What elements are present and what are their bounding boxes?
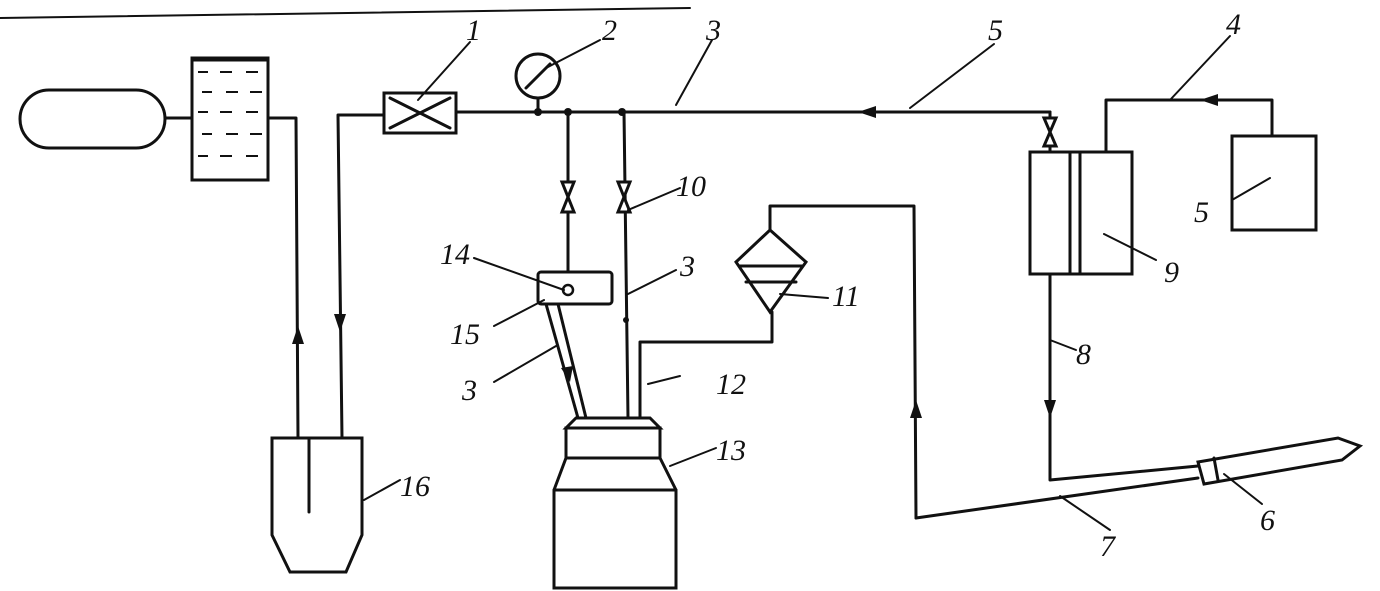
label-13: 13 <box>716 434 746 467</box>
valve-10 <box>615 180 633 214</box>
pressure-gauge-2 <box>514 52 562 114</box>
label-15: 15 <box>450 318 480 351</box>
branch-line-right-3 <box>622 110 630 420</box>
line-8 <box>1048 272 1200 482</box>
label-3-top: 3 <box>705 14 721 47</box>
label-8: 8 <box>1076 338 1091 371</box>
separator-11 <box>734 227 809 315</box>
tank-to-vessel-line <box>266 116 300 440</box>
line-4-arrow <box>1200 94 1218 106</box>
label-10: 10 <box>676 170 706 203</box>
leader-lines <box>363 35 1271 531</box>
line-12 <box>638 310 774 420</box>
label-5-top: 5 <box>988 14 1003 47</box>
block-9 <box>1028 150 1134 276</box>
separator-to-return-line <box>768 204 918 520</box>
liquid-tank <box>190 56 270 182</box>
valve-block-9 <box>1041 116 1059 148</box>
up-arrow <box>292 326 304 344</box>
label-11: 11 <box>832 280 860 313</box>
nozzle-15 <box>536 270 614 306</box>
flask-13 <box>552 416 678 590</box>
nozzle-feed-line-2 <box>556 302 588 420</box>
label-5-source: 5 <box>1194 196 1209 229</box>
label-9: 9 <box>1164 256 1179 289</box>
label-12: 12 <box>716 368 746 401</box>
feed-arrow <box>561 366 573 382</box>
line-8-arrow <box>1044 400 1056 418</box>
return-arrow <box>910 400 922 418</box>
label-3-left: 3 <box>461 374 477 407</box>
label-3-right: 3 <box>679 250 695 283</box>
probe-6 <box>1196 436 1364 486</box>
valve-left <box>559 180 577 214</box>
nozzle-feed-line <box>544 302 580 420</box>
line-4 <box>1104 98 1274 154</box>
label-4: 4 <box>1226 8 1241 41</box>
down-arrow <box>334 314 346 332</box>
line-7 <box>914 476 1200 520</box>
vessel-16 <box>270 436 364 574</box>
label-14: 14 <box>440 238 470 271</box>
valve-to-vessel-line <box>336 113 386 440</box>
label-2: 2 <box>602 14 617 47</box>
label-1: 1 <box>466 14 481 47</box>
label-16: 16 <box>400 470 430 503</box>
gas-cylinder <box>18 88 167 150</box>
source-5 <box>1230 134 1318 232</box>
header-arrow <box>858 106 876 118</box>
label-6: 6 <box>1260 504 1275 537</box>
label-7: 7 <box>1100 530 1117 563</box>
line-marker <box>623 317 629 323</box>
scan-border-line <box>0 7 691 19</box>
